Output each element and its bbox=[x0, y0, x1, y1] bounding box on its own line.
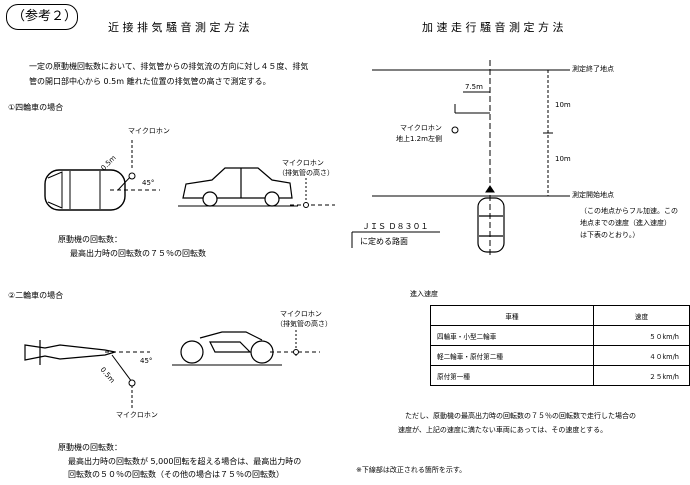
two-wheel-heading: ②二輪車の場合 bbox=[8, 291, 64, 300]
row-vehicle-type: 四輪車・小型二輪車 bbox=[430, 325, 594, 346]
header-speed: 速度 bbox=[593, 305, 690, 326]
distance-10m-bottom: 10m bbox=[555, 155, 571, 163]
two-wheel-mic-label: マイクロホン bbox=[116, 411, 158, 419]
course-mic-height: 地上1.2m左側 bbox=[396, 135, 442, 143]
course-mic-label: マイクロホン bbox=[400, 124, 442, 132]
two-wheel-side-mic: マイクロホン bbox=[280, 310, 322, 318]
mic-distance-line-two-wheel bbox=[111, 354, 133, 383]
row-speed: ４０km/h bbox=[593, 345, 690, 366]
speed-note-line-1: ただし、原動機の最高出力時の回転数の７５％の回転数で走行した場合の bbox=[405, 412, 636, 420]
table-row: 軽二輪車・原付第二種 ４０km/h bbox=[430, 345, 690, 366]
mic-point-four-wheel bbox=[128, 172, 136, 180]
table-caption: 進入速度 bbox=[410, 290, 438, 298]
motorcycle-side-view-icon bbox=[180, 331, 274, 364]
row-speed: ２５km/h bbox=[593, 365, 690, 386]
direction-arrow bbox=[485, 185, 495, 193]
row-speed: ５０km/h bbox=[593, 325, 690, 346]
table-row: 四輪車・小型二輪車 ５０km/h bbox=[430, 325, 690, 346]
speed-table: 車種 速度 四輪車・小型二輪車 ５０km/h 軽二輪車・原付第二種 ４０km/h… bbox=[430, 305, 690, 386]
table-header-row: 車種 速度 bbox=[430, 305, 690, 326]
row-vehicle-type: 軽二輪車・原付第二種 bbox=[430, 345, 594, 366]
four-wheel-mic-label: マイクロホン bbox=[128, 127, 170, 135]
start-point-label: 測定開始地点 bbox=[572, 191, 614, 199]
four-wheel-side-mic-sub: （排気管の高さ） bbox=[278, 169, 334, 177]
car-side-view-icon bbox=[182, 167, 293, 207]
table-row: 原付第一種 ２５km/h bbox=[430, 365, 690, 386]
left-title: 近 接 排 気 騒 音 測 定 方 法 bbox=[108, 21, 250, 34]
four-wheel-angle: 45° bbox=[142, 179, 155, 187]
start-note-1: （この地点からフル加速。この bbox=[580, 207, 678, 215]
mic-point-side-four-wheel bbox=[303, 202, 309, 208]
motorcycle-top-view-icon bbox=[24, 340, 116, 365]
end-point-label: 測定終了地点 bbox=[572, 65, 614, 73]
course-mic-point bbox=[451, 126, 459, 134]
two-wheel-side-mic-sub: （排気管の高さ） bbox=[276, 320, 332, 328]
intro-line-2: 管の開口部中心から 0.5m 離れた位置の排気管の高さで測定する。 bbox=[29, 77, 271, 86]
footer-note: ※下線部は改正される箇所を示す。 bbox=[356, 466, 467, 474]
two-wheel-rpm-line-1: 最高出力時の回転数が 5,000回転を超える場合は、最高出力時の bbox=[68, 457, 302, 466]
car-on-course-icon bbox=[477, 197, 505, 253]
four-wheel-side-mic: マイクロホン bbox=[282, 159, 324, 167]
two-wheel-rpm-line-2: 回転数の５０％の回転数（その他の場合は７５％の回転数） bbox=[68, 470, 284, 479]
intro-line-1: 一定の原動機回転数において、排気管からの排気流の方向に対し４５度、排気 bbox=[29, 62, 309, 71]
distance-10m-top: 10m bbox=[555, 101, 571, 109]
four-wheel-heading: ①四輪車の場合 bbox=[8, 103, 64, 112]
start-note-2: 地点までの速度（進入速度） bbox=[580, 219, 671, 227]
header-vehicle-type: 車種 bbox=[430, 305, 594, 326]
speed-note-line-2: 速度が、上記の速度に満たない車両にあっては、その速度とする。 bbox=[398, 426, 608, 434]
two-wheel-angle: 45° bbox=[140, 357, 153, 365]
two-wheel-rpm-label: 原動機の回転数： bbox=[58, 443, 122, 452]
distance-7-5m: 7.5m bbox=[465, 83, 483, 91]
start-note-3: は下表のとおり。） bbox=[580, 231, 640, 239]
right-title: 加 速 走 行 騒 音 測 定 方 法 bbox=[422, 21, 564, 34]
mic-point-two-wheel bbox=[128, 379, 136, 387]
header-box bbox=[6, 4, 78, 30]
row-vehicle-type: 原付第一種 bbox=[430, 365, 594, 386]
jis-label: ＪＩＳ Ｄ８３０１ bbox=[362, 222, 429, 231]
header-label: （参考２） bbox=[12, 9, 78, 24]
four-wheel-rpm-label: 原動機の回転数： bbox=[58, 235, 122, 244]
mic-point-side-two-wheel bbox=[293, 349, 299, 355]
jis-sub: に定める路面 bbox=[360, 237, 408, 246]
four-wheel-rpm-value: 最高出力時の回転数の７５％の回転数 bbox=[70, 249, 206, 258]
